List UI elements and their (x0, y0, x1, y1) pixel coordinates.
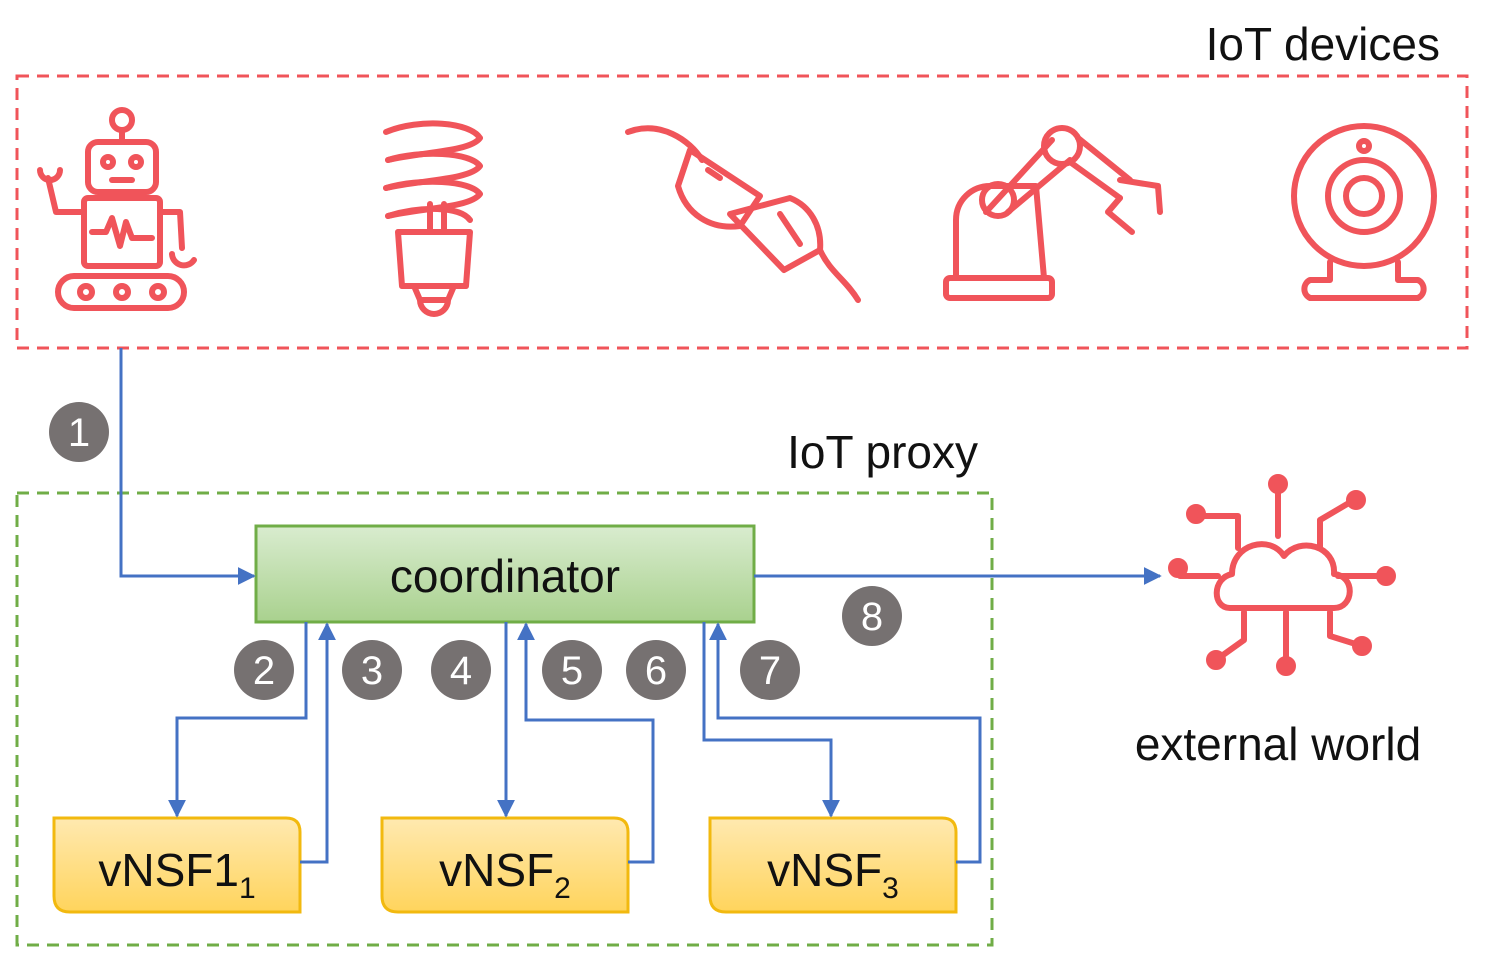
vnsf-1-box: vNSF11 (52, 816, 302, 914)
svg-text:6: 6 (645, 649, 667, 693)
svg-text:7: 7 (759, 649, 781, 693)
vnsf-2-label: vNSF2 (439, 844, 571, 905)
flow-5-arrow (517, 622, 655, 864)
svg-text:3: 3 (361, 649, 383, 693)
iot-devices-group (15, 74, 1469, 350)
step-6-badge: 6 (626, 640, 686, 700)
step-5-badge: 5 (542, 640, 602, 700)
svg-text:4: 4 (450, 649, 472, 693)
coordinator-box (254, 524, 756, 624)
flow-1-arrow (119, 348, 256, 585)
iot-proxy-group (15, 491, 994, 947)
step-1-badge: 1 (49, 402, 109, 462)
step-2-badge: 2 (234, 640, 294, 700)
vnsf-1-sub: 1 (239, 872, 256, 905)
vnsf-1-label: vNSF11 (98, 844, 255, 905)
svg-text:1: 1 (68, 411, 90, 455)
iot-proxy-label: IoT proxy (787, 426, 978, 478)
vnsf-3-label: vNSF3 (767, 844, 899, 905)
vnsf-1-base: vNSF1 (98, 844, 239, 896)
flow-3-arrow (300, 622, 336, 864)
step-8-badge: 8 (842, 586, 902, 646)
svg-text:8: 8 (861, 595, 883, 639)
step-7-badge: 7 (740, 640, 800, 700)
vnsf-3-sub: 3 (882, 872, 899, 905)
vnsf-2-sub: 2 (554, 872, 571, 905)
robotic-arm-icon (943, 125, 1163, 301)
svg-text:2: 2 (253, 649, 275, 693)
vnsf-3-box: vNSF3 (708, 816, 958, 914)
flow-2-arrow (168, 622, 308, 818)
step-4-badge: 4 (431, 640, 491, 700)
svg-text:5: 5 (561, 649, 583, 693)
webcam-icon (1291, 123, 1437, 301)
flow-6-arrow (702, 622, 840, 818)
power-plug-icon (625, 125, 861, 303)
iot-devices-label: IoT devices (1206, 18, 1440, 70)
external-world-label: external world (1135, 718, 1421, 770)
cloud-network-icon (1168, 474, 1396, 676)
vnsf-3-base: vNSF (767, 844, 882, 896)
coordinator-label: coordinator (390, 550, 620, 602)
cfl-bulb-icon (383, 120, 483, 317)
flow-7-arrow (709, 622, 982, 864)
robot-icon (37, 107, 197, 311)
vnsf-2-box: vNSF2 (380, 816, 630, 914)
step-3-badge: 3 (342, 640, 402, 700)
vnsf-2-base: vNSF (439, 844, 554, 896)
